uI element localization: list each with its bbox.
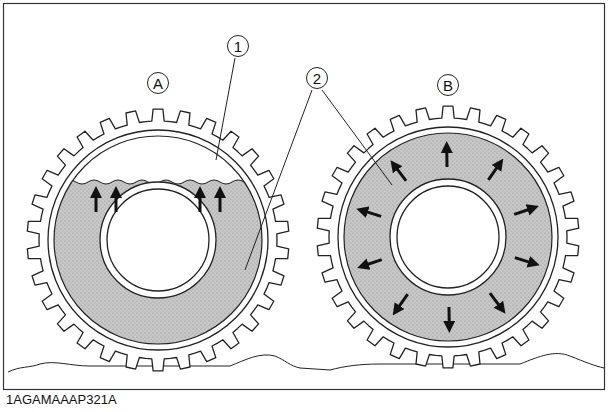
view-letter: B [437,74,459,96]
liquid-a [40,180,280,380]
frame [4,4,605,390]
leader-lines [216,58,392,270]
callout-number: 2 [306,67,328,89]
liquid-b [344,133,552,341]
tire-b [317,106,578,368]
pressure-arrows [96,147,534,327]
rim-b [390,179,506,295]
rim-a [100,182,216,298]
callout-number: 1 [227,35,249,57]
ground-line [8,354,604,372]
figure-code: 1AGAMAAAP321A [6,392,117,407]
view-letter: A [147,72,169,94]
